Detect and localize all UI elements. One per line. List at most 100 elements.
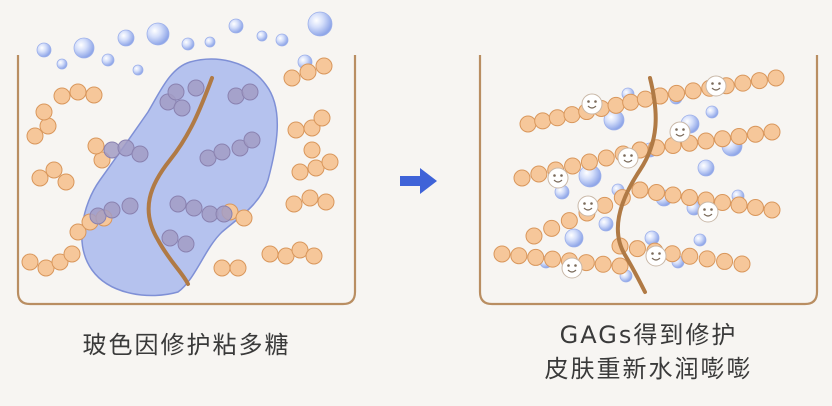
gag-bead xyxy=(283,69,301,87)
gag-bead xyxy=(231,139,249,157)
face-eye xyxy=(553,174,556,177)
gag-bead xyxy=(167,83,185,101)
gag-bead xyxy=(747,125,764,143)
gag-bead xyxy=(69,223,87,241)
gag-bead xyxy=(261,245,279,263)
gag-bead xyxy=(733,255,751,273)
water-bubble xyxy=(181,37,195,51)
face-body xyxy=(697,201,719,223)
face-body xyxy=(705,75,727,97)
gag-bead xyxy=(87,137,105,155)
right-collagen-strand xyxy=(615,76,658,294)
face-mouth xyxy=(587,105,597,109)
gag-bead xyxy=(213,259,231,277)
water-bubble xyxy=(204,36,216,48)
water-bubble xyxy=(705,105,719,119)
water-bubble xyxy=(697,159,715,177)
smiley-face-icon xyxy=(561,257,583,279)
gag-bead xyxy=(39,117,57,135)
gag-bead xyxy=(57,173,75,191)
face-body xyxy=(617,147,639,169)
gag-bead xyxy=(213,143,231,161)
gag-bead xyxy=(317,193,335,211)
gag-bead xyxy=(227,87,245,105)
water-bubble xyxy=(56,58,68,70)
gag-bead xyxy=(681,189,698,206)
gag-bead xyxy=(493,245,511,263)
face-eye xyxy=(703,208,706,211)
gag-bead xyxy=(131,145,149,163)
smiley-face-icon xyxy=(617,147,639,169)
face-eye xyxy=(583,202,586,205)
gag-bead xyxy=(767,69,785,87)
gag-bead xyxy=(527,248,545,266)
water-bubble xyxy=(598,216,614,232)
gag-bead xyxy=(698,250,716,268)
smiley-face-icon xyxy=(705,75,727,97)
right-panel-after xyxy=(478,55,819,306)
face-body xyxy=(669,121,691,143)
face-eye xyxy=(590,202,593,205)
gag-bead xyxy=(622,93,640,111)
face-eye xyxy=(567,264,570,267)
smiley-face-icon xyxy=(581,93,603,115)
gag-bead xyxy=(185,199,203,217)
gag-bead xyxy=(763,123,781,141)
gag-bead xyxy=(697,132,715,150)
water-bubble xyxy=(36,42,52,58)
face-eye xyxy=(711,82,714,85)
gag-bead xyxy=(560,212,578,230)
transition-arrow xyxy=(400,168,437,194)
gag-bead xyxy=(648,184,665,201)
gag-bead xyxy=(530,165,548,183)
gag-bead xyxy=(169,195,187,213)
gag-bead xyxy=(243,131,261,149)
gag-bead xyxy=(173,99,191,117)
gag-bead xyxy=(51,253,69,271)
face-eye xyxy=(658,252,661,255)
gag-bead xyxy=(241,83,259,101)
gag-bead xyxy=(596,196,614,214)
gag-bead xyxy=(291,163,309,181)
face-mouth xyxy=(583,207,593,211)
gag-bead xyxy=(525,227,543,245)
face-mouth xyxy=(675,133,685,137)
gag-bead xyxy=(177,235,195,253)
gag-bead xyxy=(305,247,323,265)
gag-bead xyxy=(301,189,319,207)
gag-bead xyxy=(321,153,339,171)
face-eye xyxy=(651,252,654,255)
gag-bead xyxy=(594,255,612,273)
smiley-face-icon xyxy=(697,201,719,223)
left-panel-before xyxy=(16,11,357,306)
gag-bead xyxy=(85,86,103,104)
face-eye xyxy=(560,174,563,177)
gag-bead xyxy=(31,169,49,187)
face-mouth xyxy=(711,87,721,91)
water-bubble xyxy=(275,33,289,47)
gag-bead xyxy=(513,169,531,187)
gag-bead xyxy=(636,90,654,108)
water-bubble xyxy=(73,37,95,59)
water-bubble xyxy=(228,18,244,34)
face-eye xyxy=(675,128,678,131)
water-bubble xyxy=(117,29,135,47)
gag-bead xyxy=(580,153,598,171)
left-collagen-strand xyxy=(146,76,214,286)
gag-bead xyxy=(548,109,566,127)
gag-bead xyxy=(747,199,764,216)
gag-bead xyxy=(26,127,44,145)
gag-bead xyxy=(544,250,562,268)
gag-bead xyxy=(35,103,53,121)
water-bubble xyxy=(146,22,170,46)
face-mouth xyxy=(553,179,563,183)
gag-bead xyxy=(663,245,681,263)
gag-bead xyxy=(730,196,748,214)
face-eye xyxy=(710,208,713,211)
gag-bead xyxy=(714,194,731,211)
face-mouth xyxy=(623,159,633,163)
gag-bead xyxy=(607,96,625,114)
face-body xyxy=(645,245,667,267)
face-body xyxy=(547,167,569,189)
